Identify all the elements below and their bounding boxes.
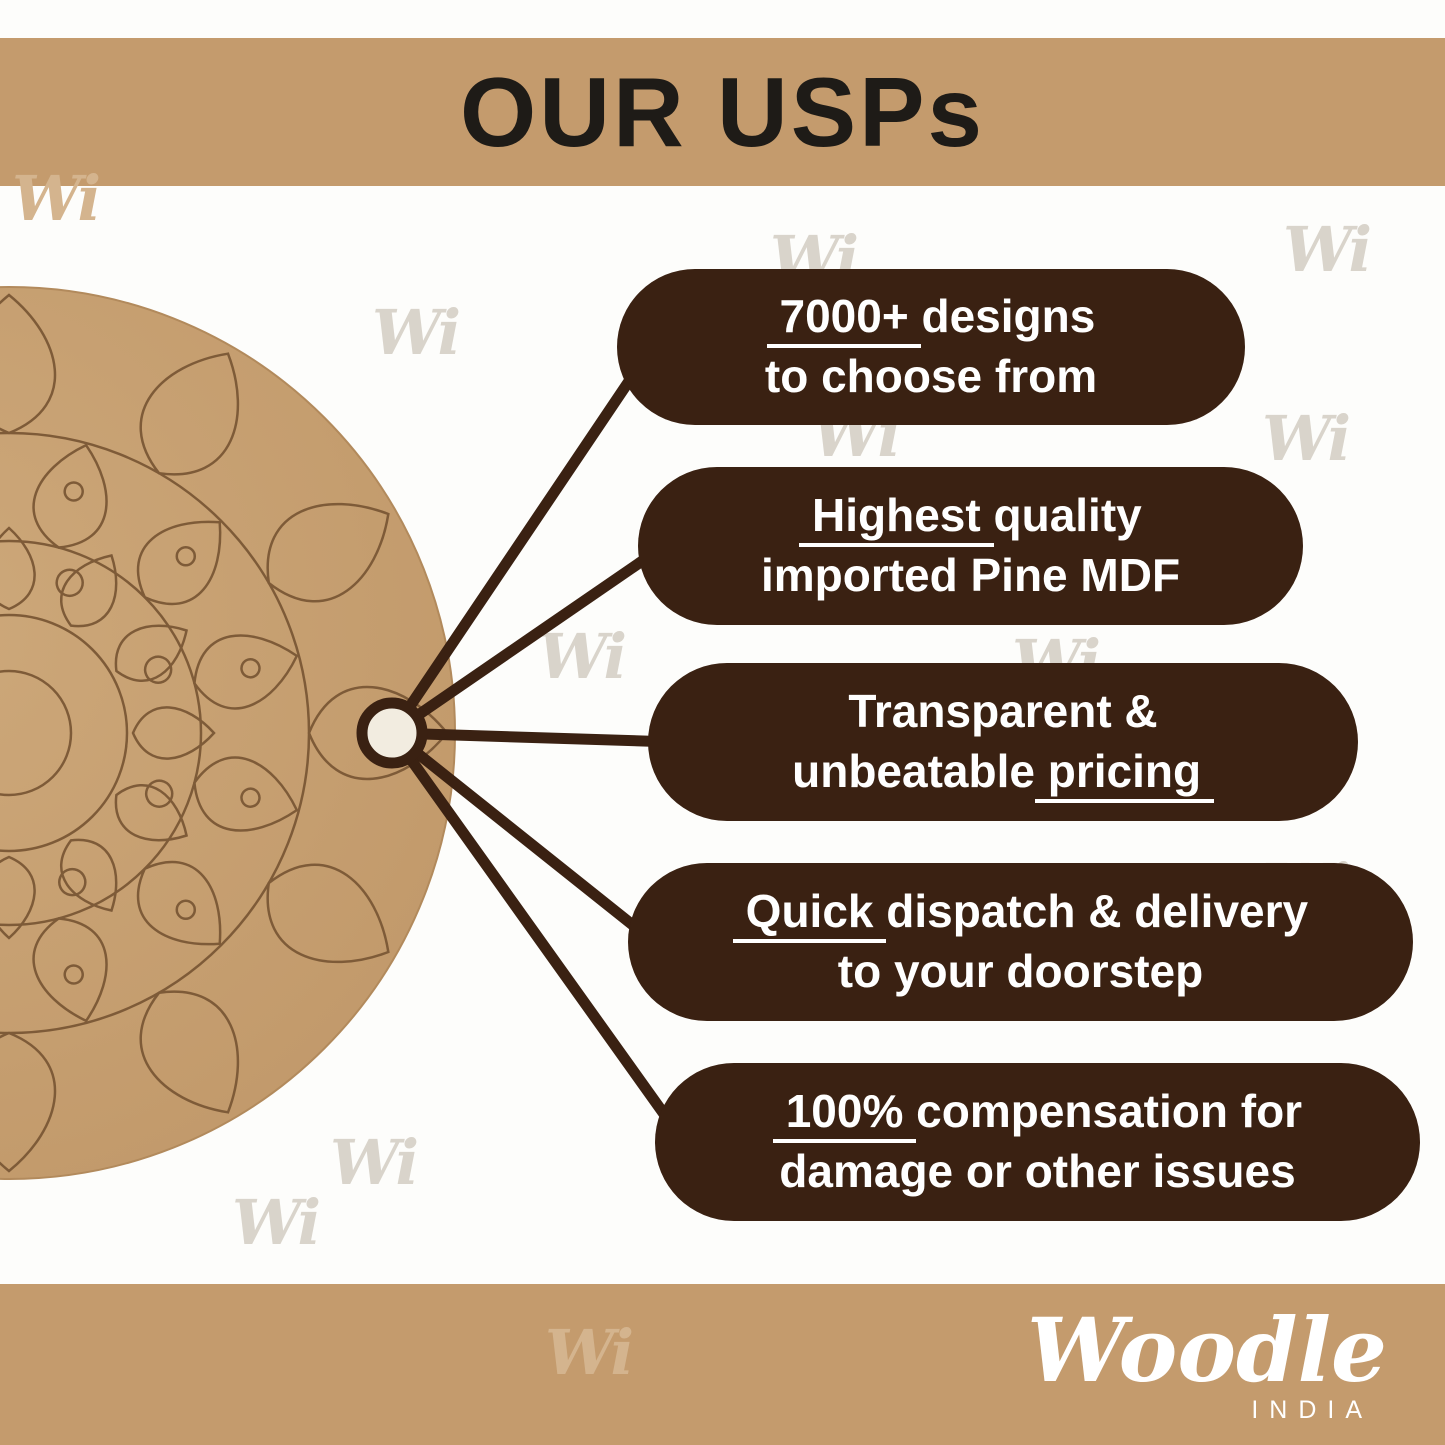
- usp-line: damage or other issues: [779, 1142, 1295, 1202]
- usp-text-segment: unbeatable: [792, 745, 1035, 797]
- usp-text-segment: quality: [993, 489, 1142, 542]
- usp-text-segment: Transparent &: [848, 685, 1158, 738]
- usp-line: imported Pine MDF: [761, 546, 1180, 606]
- usp-pill-compensation: 100% compensation for damage or other is…: [655, 1063, 1420, 1221]
- watermark-wi: Wi: [1262, 402, 1351, 475]
- usp-text-segment: compensation for: [916, 1085, 1303, 1138]
- hub-node-icon: [356, 697, 428, 769]
- usp-line: to your doorstep: [838, 942, 1203, 1002]
- usp-text-segment: dispatch & delivery: [886, 885, 1309, 938]
- usp-line: Quick dispatch & delivery: [732, 882, 1309, 944]
- watermark-wi: Wi: [538, 620, 627, 693]
- footer-band: [0, 1284, 1445, 1445]
- mandala-artwork: [0, 286, 456, 1180]
- usp-line: unbeatable pricing: [792, 742, 1214, 803]
- usp-line: 100% compensation for: [772, 1082, 1303, 1144]
- connector-line-3: [386, 727, 680, 748]
- usp-text-segment: to your doorstep: [837, 945, 1204, 997]
- connector-line-4: [386, 727, 660, 948]
- usp-pill-pricing: Transparent & unbeatable pricing: [648, 663, 1358, 821]
- usp-text-segment: designs: [921, 290, 1096, 343]
- brand-logo: Woodle INDIA: [1027, 1297, 1387, 1425]
- usp-text-segment: imported Pine MDF: [760, 549, 1181, 601]
- usp-text-underlined: Quick: [732, 885, 887, 944]
- usp-text-segment: to choose from: [764, 350, 1098, 402]
- brand-wordmark: Woodle: [1027, 1297, 1387, 1402]
- usp-text-underlined: 7000+: [766, 290, 922, 349]
- header-band: OUR USPs: [0, 38, 1445, 186]
- usp-line: Highest quality: [799, 486, 1142, 548]
- usp-text-underlined: pricing: [1034, 745, 1214, 803]
- usp-text-underlined: 100%: [772, 1085, 917, 1144]
- usp-line: to choose from: [765, 347, 1097, 407]
- usp-pill-designs: 7000+ designs to choose from: [617, 269, 1245, 425]
- watermark-wi: Wi: [330, 1126, 419, 1199]
- mdf-board-circle: [0, 286, 456, 1180]
- watermark-wi: Wi: [232, 1186, 321, 1259]
- brand-country-label: INDIA: [1251, 1396, 1373, 1424]
- usp-line: 7000+ designs: [766, 287, 1096, 349]
- watermark-wi: Wi: [1283, 213, 1372, 286]
- watermark-wi: Wi: [12, 162, 101, 235]
- usp-pill-dispatch: Quick dispatch & delivery to your doorst…: [628, 863, 1413, 1021]
- usp-pill-quality: Highest quality imported Pine MDF: [638, 467, 1303, 625]
- watermark-wi: Wi: [545, 1316, 634, 1389]
- usp-text-segment: damage or other issues: [779, 1145, 1296, 1197]
- usp-text-underlined: Highest: [799, 489, 994, 548]
- page-title: OUR USPs: [459, 56, 985, 167]
- usp-line: Transparent &: [848, 682, 1157, 742]
- mandala-line-art: [0, 293, 449, 1173]
- connector-lines: [386, 341, 690, 1148]
- watermark-wi: Wi: [372, 296, 461, 369]
